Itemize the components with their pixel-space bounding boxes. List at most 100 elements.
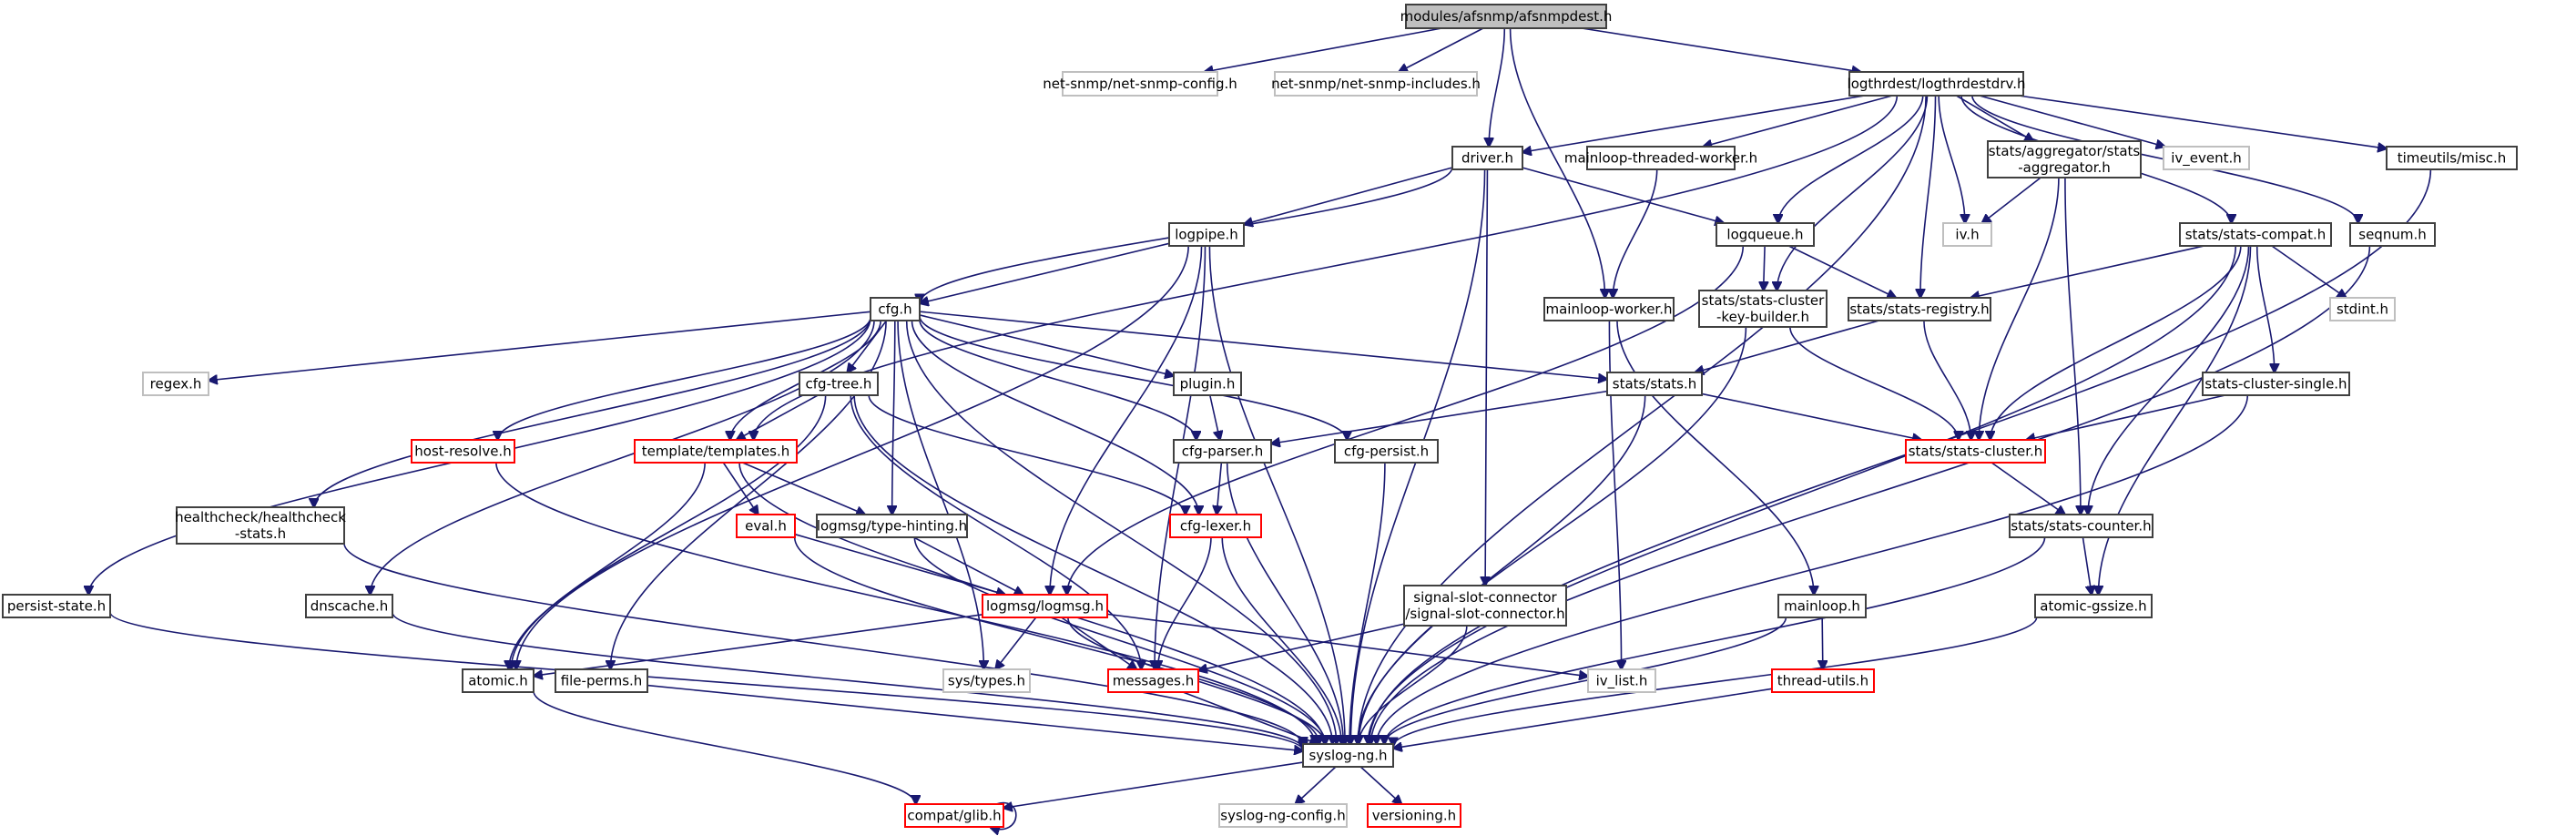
- node-stdint[interactable]: stdint.h: [2329, 297, 2396, 321]
- node-mlworker[interactable]: mainloop-worker.h: [1543, 297, 1675, 321]
- node-logmsg[interactable]: logmsg/logmsg.h: [982, 594, 1108, 618]
- node-box[interactable]: [1586, 146, 1736, 170]
- node-box[interactable]: [799, 372, 879, 396]
- node-statscompat[interactable]: stats/stats-compat.h: [2179, 222, 2332, 247]
- node-statsagg[interactable]: stats/aggregator/stats-aggregator.h: [1987, 140, 2142, 178]
- node-box[interactable]: [942, 668, 1031, 693]
- node-box[interactable]: [1587, 668, 1656, 693]
- node-box[interactable]: [816, 514, 968, 538]
- node-cfglexer[interactable]: cfg-lexer.h: [1169, 514, 1262, 538]
- node-box[interactable]: [1107, 668, 1199, 693]
- node-box[interactable]: [176, 506, 345, 545]
- node-box[interactable]: [1334, 439, 1439, 464]
- node-box[interactable]: [634, 439, 798, 464]
- node-timeutils[interactable]: timeutils/misc.h: [2386, 146, 2518, 170]
- node-sngconfig[interactable]: syslog-ng-config.h: [1218, 803, 1348, 828]
- node-keybuilder[interactable]: stats/stats-cluster-key-builder.h: [1698, 290, 1828, 328]
- node-box[interactable]: [1274, 71, 1478, 97]
- node-box[interactable]: [1403, 585, 1567, 627]
- node-mlthreaded[interactable]: mainloop-threaded-worker.h: [1564, 146, 1757, 170]
- node-box[interactable]: [1848, 297, 1991, 321]
- node-box[interactable]: [305, 594, 393, 618]
- node-syslogng[interactable]: syslog-ng.h: [1302, 743, 1394, 768]
- node-box[interactable]: [2163, 146, 2250, 170]
- node-box[interactable]: [1173, 439, 1272, 464]
- node-box[interactable]: [1771, 668, 1875, 693]
- node-logqueue[interactable]: logqueue.h: [1716, 222, 1815, 247]
- node-box[interactable]: [1777, 594, 1867, 618]
- node-dnscache[interactable]: dnscache.h: [305, 594, 393, 618]
- node-box[interactable]: [142, 372, 209, 396]
- node-box[interactable]: [904, 803, 1004, 828]
- node-box[interactable]: [2329, 297, 2396, 321]
- node-box[interactable]: [1451, 146, 1523, 170]
- node-box[interactable]: [1367, 803, 1461, 828]
- node-stats[interactable]: stats/stats.h: [1606, 372, 1703, 396]
- node-box[interactable]: [2349, 222, 2436, 247]
- node-registry[interactable]: stats/stats-registry.h: [1848, 297, 1991, 321]
- node-box[interactable]: [870, 297, 921, 321]
- node-regex[interactable]: regex.h: [142, 372, 209, 396]
- node-logpipe[interactable]: logpipe.h: [1168, 222, 1245, 247]
- node-ivlist[interactable]: iv_list.h: [1587, 668, 1656, 693]
- node-persiststate[interactable]: persist-state.h: [2, 594, 111, 618]
- node-box[interactable]: [1543, 297, 1675, 321]
- node-seqnum[interactable]: seqnum.h: [2349, 222, 2436, 247]
- node-fileperms[interactable]: file-perms.h: [555, 668, 648, 693]
- node-gssize[interactable]: atomic-gssize.h: [2034, 594, 2153, 618]
- node-box[interactable]: [736, 514, 796, 538]
- node-mainloop[interactable]: mainloop.h: [1777, 594, 1867, 618]
- node-box[interactable]: [982, 594, 1108, 618]
- node-hostresolve[interactable]: host-resolve.h: [411, 439, 515, 464]
- node-box[interactable]: [1405, 4, 1607, 29]
- node-box[interactable]: [411, 439, 515, 464]
- node-box[interactable]: [1698, 290, 1828, 328]
- node-cluster[interactable]: stats/stats-cluster.h: [1905, 439, 2046, 464]
- node-box[interactable]: [1942, 222, 1992, 247]
- node-box[interactable]: [1848, 71, 2024, 97]
- node-box[interactable]: [1062, 71, 1218, 97]
- node-box[interactable]: [1716, 222, 1815, 247]
- node-healthcheck[interactable]: healthcheck/healthcheck-stats.h: [175, 506, 346, 545]
- node-box[interactable]: [2202, 372, 2350, 396]
- node-box[interactable]: [1218, 803, 1348, 828]
- node-ivh[interactable]: iv.h: [1942, 222, 1992, 247]
- node-counter[interactable]: stats/stats-counter.h: [2009, 514, 2153, 538]
- node-systypes[interactable]: sys/types.h: [942, 668, 1031, 693]
- node-versioning[interactable]: versioning.h: [1367, 803, 1461, 828]
- node-box[interactable]: [555, 668, 648, 693]
- node-box[interactable]: [462, 668, 535, 693]
- node-afsnmpdest[interactable]: modules/afsnmp/afsnmpdest.h: [1400, 4, 1613, 29]
- node-box[interactable]: [1169, 514, 1262, 538]
- node-driver[interactable]: driver.h: [1451, 146, 1523, 170]
- node-cfgtree[interactable]: cfg-tree.h: [799, 372, 879, 396]
- node-box[interactable]: [2034, 594, 2153, 618]
- node-cfg[interactable]: cfg.h: [870, 297, 921, 321]
- node-templates[interactable]: template/templates.h: [634, 439, 798, 464]
- node-box[interactable]: [2179, 222, 2332, 247]
- node-box[interactable]: [1168, 222, 1245, 247]
- node-cfgpersist[interactable]: cfg-persist.h: [1334, 439, 1439, 464]
- node-box[interactable]: [2, 594, 111, 618]
- node-glib[interactable]: compat/glib.h: [904, 803, 1004, 828]
- node-cfgparser[interactable]: cfg-parser.h: [1173, 439, 1272, 464]
- node-netsnmpconfig[interactable]: net-snmp/net-snmp-config.h: [1043, 71, 1237, 97]
- node-logthrdestdrv[interactable]: logthrdest/logthrdestdrv.h: [1848, 71, 2026, 97]
- node-messages[interactable]: messages.h: [1107, 668, 1199, 693]
- node-signalslot[interactable]: signal-slot-connector/signal-slot-connec…: [1403, 585, 1567, 627]
- node-box[interactable]: [1905, 439, 2046, 464]
- node-eval[interactable]: eval.h: [736, 514, 796, 538]
- node-plugin[interactable]: plugin.h: [1173, 372, 1242, 396]
- node-clustersingle[interactable]: stats-cluster-single.h: [2202, 372, 2350, 396]
- node-netsnmpincludes[interactable]: net-snmp/net-snmp-includes.h: [1271, 71, 1481, 97]
- node-box[interactable]: [1987, 140, 2142, 178]
- node-atomic[interactable]: atomic.h: [462, 668, 535, 693]
- node-box[interactable]: [1606, 372, 1703, 396]
- node-box[interactable]: [2009, 514, 2153, 538]
- node-threadutils[interactable]: thread-utils.h: [1771, 668, 1875, 693]
- node-box[interactable]: [1173, 372, 1242, 396]
- node-ivevent[interactable]: iv_event.h: [2163, 146, 2250, 170]
- node-box[interactable]: [1302, 743, 1394, 768]
- node-box[interactable]: [2386, 146, 2518, 170]
- node-typehinting[interactable]: logmsg/type-hinting.h: [816, 514, 968, 538]
